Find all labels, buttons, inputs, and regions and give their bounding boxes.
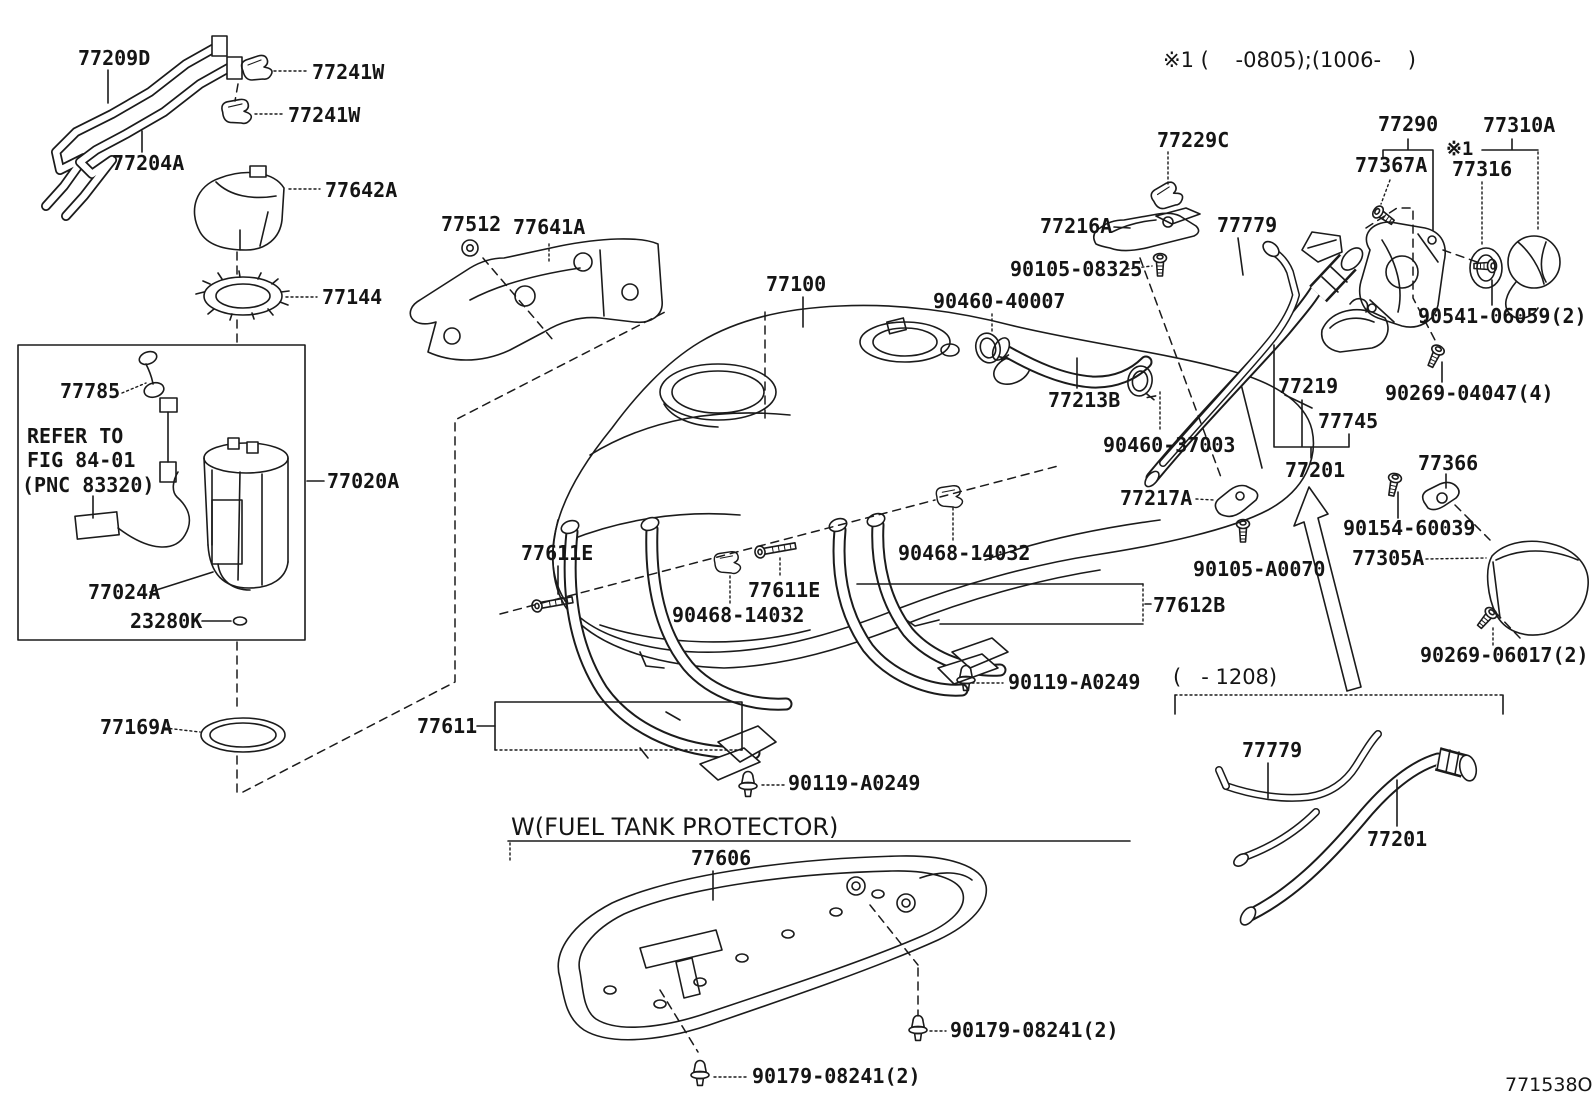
- fuel-hose-clip-23280k: [232, 616, 248, 626]
- part-label-77241w-2: 77241W: [288, 103, 361, 127]
- fuel-inlet-box: [1358, 221, 1446, 328]
- part-label-77316: 77316: [1452, 157, 1512, 181]
- fuel-suction-plate-shield: [193, 165, 285, 251]
- fuel-tank-cap: [1504, 235, 1561, 320]
- filler-pipe-protector-77745: [1320, 308, 1389, 353]
- part-label-90460-37003: 90460-37003: [1103, 433, 1235, 457]
- part-label-77642a: 77642A: [325, 178, 397, 202]
- pipe-clamp-brackets: [1092, 179, 1259, 543]
- fuel-sender-gauge: [74, 397, 191, 548]
- part-label-77785: 77785: [60, 379, 120, 403]
- fuel-tank-band-left-pair: [560, 516, 793, 798]
- sheet-code: 771538O: [1505, 1074, 1592, 1096]
- filler-pipe-ring-77316: [1469, 247, 1503, 289]
- fuel-tube-drawings: [41, 35, 273, 221]
- part-label-23280k: 23280K: [130, 609, 202, 633]
- fuel-filler-hose: [971, 328, 1162, 401]
- part-label-77641a: 77641A: [513, 215, 585, 239]
- part-label-77201-upper: 77201: [1285, 458, 1345, 482]
- note-fuel-tank-protector: W(FUEL TANK PROTECTOR): [511, 813, 838, 841]
- part-label-90154-60039: 90154-60039: [1343, 516, 1475, 540]
- part-label-77219: 77219: [1278, 374, 1338, 398]
- part-label-77611: 77611: [417, 714, 477, 738]
- part-label-77216a: 77216A: [1040, 214, 1112, 238]
- part-label-77367a: 77367A: [1355, 153, 1427, 177]
- fuel-pump-gasket: [200, 717, 286, 753]
- grommet-77512: [461, 239, 479, 257]
- part-label-77204a: 77204A: [112, 151, 184, 175]
- part-label-90468-14032-1: 90468-14032: [672, 603, 804, 627]
- part-label-77611e-1: 77611E: [521, 541, 593, 565]
- part-label-77612b: 77612B: [1153, 593, 1225, 617]
- part-label-77366: 77366: [1418, 451, 1478, 475]
- range-note: ( - 1208): [1173, 665, 1277, 689]
- fuel-tank-protector-upper: [409, 238, 663, 361]
- part-label-77020a: 77020A: [327, 469, 399, 493]
- part-labels: 77209D 77241W 77241W 77204A 77642A 77144…: [22, 46, 1592, 1096]
- variant-mark-77316: ※1: [1446, 138, 1473, 160]
- diagram-line-art: [17, 35, 1589, 1087]
- part-label-90269-06017: 90269-06017(2): [1420, 643, 1589, 667]
- arrow-77201-pointer: [1293, 486, 1362, 692]
- part-label-77213b: 77213B: [1048, 388, 1120, 412]
- part-label-77024a: 77024A: [88, 580, 160, 604]
- part-label-77201-lower: 77201: [1367, 827, 1427, 851]
- part-label-77217a: 77217A: [1120, 486, 1192, 510]
- part-label-90179-08241-2: 90179-08241(2): [752, 1064, 921, 1088]
- part-label-90105-08325: 90105-08325: [1010, 257, 1142, 281]
- part-label-77169a: 77169A: [100, 715, 172, 739]
- part-label-90541-06059: 90541-06059(2): [1418, 304, 1587, 328]
- part-label-90468-14032-2: 90468-14032: [898, 541, 1030, 565]
- part-label-77310a: 77310A: [1483, 113, 1555, 137]
- part-label-90119-a0249-2: 90119-A0249: [788, 771, 920, 795]
- part-label-77229c: 77229C: [1157, 128, 1229, 152]
- fuel-filler-pipe-upper: [1144, 203, 1561, 488]
- part-label-77144: 77144: [322, 285, 382, 309]
- part-label-90460-40007: 90460-40007: [933, 289, 1065, 313]
- part-label-90269-04047: 90269-04047(4): [1385, 381, 1554, 405]
- part-label-90119-a0249-1: 90119-A0249: [1008, 670, 1140, 694]
- part-label-77512: 77512: [441, 212, 501, 236]
- part-label-90179-08241-1: 90179-08241(2): [950, 1018, 1119, 1042]
- top-variant-note: ※1 ( -0805);(1006- ): [1163, 48, 1416, 72]
- clamp-77366: [1421, 481, 1460, 511]
- part-label-77611e-2: 77611E: [748, 578, 820, 602]
- fuel-sub-tank-clip: [138, 350, 165, 399]
- fuel-pump-lock-ring: [195, 270, 290, 321]
- part-label-77241w-1: 77241W: [312, 60, 385, 84]
- fuel-tank: [551, 304, 1315, 669]
- bracket-77217a: [1214, 484, 1259, 518]
- part-label-77745: 77745: [1318, 409, 1378, 433]
- fuel-tank-protector-plate: [557, 855, 988, 1041]
- part-label-77209d: 77209D: [78, 46, 150, 70]
- leader-lines: [92, 69, 1539, 1078]
- part-label-77779-lower: 77779: [1242, 738, 1302, 762]
- part-label-77100: 77100: [766, 272, 826, 296]
- fuel-filler-pipe-lower: [1215, 730, 1478, 926]
- refer-note-line1: REFER TO: [27, 424, 123, 448]
- refer-note-line2: FIG 84-01: [27, 448, 135, 472]
- fuel-pump-assembly-box: [17, 344, 306, 641]
- part-label-77305a: 77305A: [1352, 546, 1424, 570]
- bracket-77216a: [1092, 212, 1200, 252]
- refer-note-line3: (PNC 83320): [22, 473, 154, 497]
- fuel-tank-band-right-pair: [828, 512, 1009, 697]
- fuel-pump-module: [203, 437, 289, 591]
- part-label-77290: 77290: [1378, 112, 1438, 136]
- part-label-77779-upper: 77779: [1217, 213, 1277, 237]
- filler-pipe-shield-77219: [1301, 231, 1343, 263]
- fuel-lid-parts: [1384, 471, 1589, 636]
- part-label-90105-a0070: 90105-A0070: [1193, 557, 1325, 581]
- part-label-77606: 77606: [691, 846, 751, 870]
